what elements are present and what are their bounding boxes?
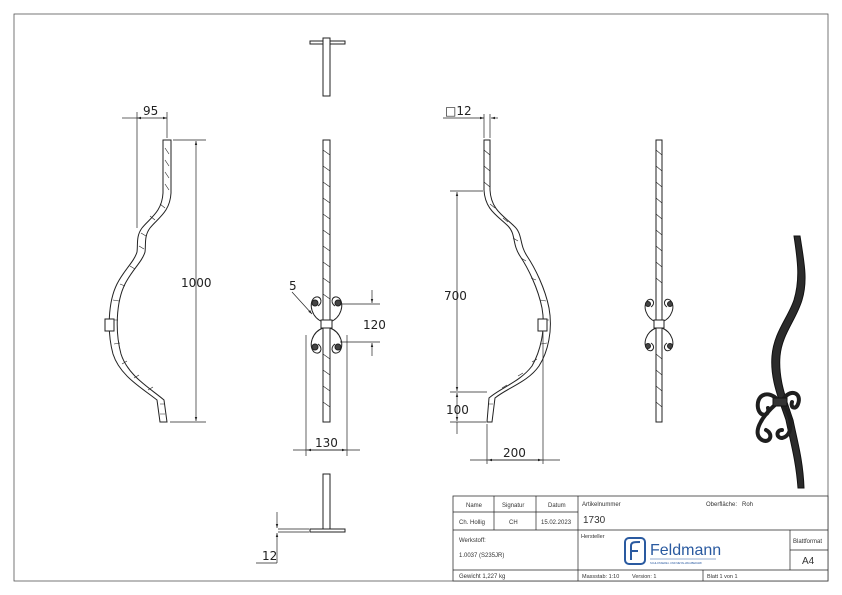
material-value: 1.0037 (S235JR)	[459, 553, 504, 559]
col-date-header: Datum	[548, 503, 566, 509]
dim-130-label: 130	[315, 436, 338, 450]
dim-1000-label: 1000	[181, 276, 212, 290]
dim-5-label: 5	[289, 279, 297, 293]
date-value: 15.02.2023	[541, 520, 572, 526]
name-value: Ch. Hollig	[459, 520, 485, 526]
version-text: Version: 1	[632, 574, 656, 580]
dim-700-label: 700	[444, 289, 467, 303]
surface-label: Oberfläche:	[706, 502, 737, 508]
dim-95-label: 95	[143, 104, 158, 118]
perspective-render	[755, 235, 806, 489]
brand-name: Feldmann	[650, 542, 721, 559]
material-label: Werkstoff:	[459, 538, 486, 544]
brand-tagline: SCHLOSSEREI- UND METALLBAUBEDARF	[650, 561, 703, 565]
dim-100-label: 100	[446, 403, 469, 417]
col-signature-header: Signatur	[502, 503, 524, 509]
feldmann-logo: Feldmann SCHLOSSEREI- UND METALLBAUBEDAR…	[624, 537, 721, 565]
sheet-number-text: Blatt 1 von 1	[707, 574, 738, 580]
sheet-format-label: Blattformat	[793, 539, 822, 545]
scale-text: Massstab: 1:10	[582, 574, 619, 580]
col-name-header: Name	[466, 503, 483, 509]
manufacturer-label: Hersteller	[581, 534, 605, 540]
front-view: 5 120 130 12	[256, 37, 386, 564]
surface-value: Roh	[742, 502, 753, 508]
title-block: Name Signatur Datum Ch. Hollig CH 15.02.…	[452, 495, 829, 582]
side-profile-view: 95 1000	[104, 104, 212, 423]
signature-value: CH	[509, 520, 518, 526]
article-label: Artikelnummer	[582, 502, 621, 508]
dim-200-label: 200	[503, 446, 526, 460]
drawing-border	[13, 13, 829, 582]
sheet-format-value: A4	[802, 556, 815, 567]
dim-120-label: 120	[363, 318, 386, 332]
dim-12-label: 12	[262, 549, 277, 563]
side-profile-view-2: □12 700 100 200	[443, 104, 560, 464]
dim-square-12-label: □12	[445, 104, 472, 118]
c-scroll-ornament	[310, 296, 343, 354]
weight-text: Gewicht 1,227 kg	[459, 574, 505, 580]
front-view-2	[644, 139, 674, 423]
article-value: 1730	[583, 515, 606, 526]
